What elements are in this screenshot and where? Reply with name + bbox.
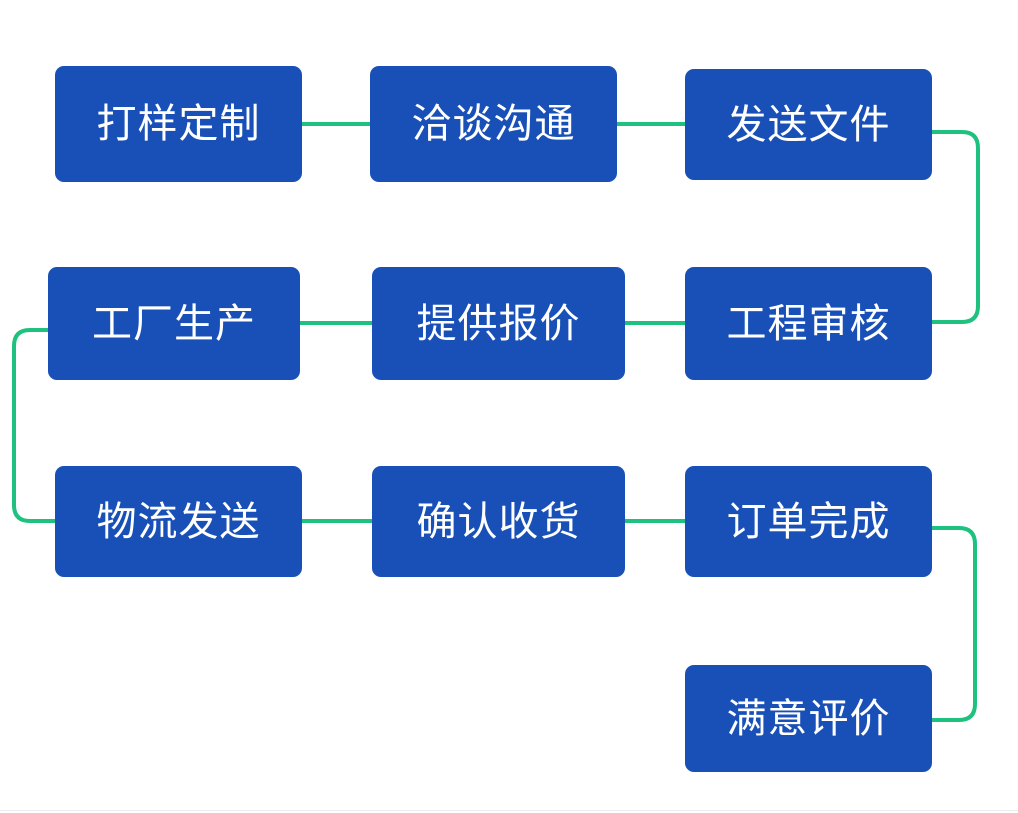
process-node-n10[interactable]: 满意评价: [685, 665, 932, 772]
process-node-label: 洽谈沟通: [411, 102, 576, 146]
process-node-n8[interactable]: 确认收货: [372, 466, 625, 577]
process-node-n5[interactable]: 提供报价: [372, 267, 625, 380]
process-node-label: 工厂生产: [92, 301, 256, 346]
process-node-label: 物流发送: [96, 499, 261, 544]
process-node-n6[interactable]: 工程审核: [685, 267, 932, 380]
process-node-label: 工程审核: [726, 301, 891, 346]
process-node-label: 确认收货: [416, 499, 581, 544]
process-node-n3[interactable]: 发送文件: [685, 69, 932, 180]
connector-n3-to-n6: [932, 130, 980, 324]
connector-n9-to-n10: [932, 526, 977, 722]
process-node-label: 发送文件: [726, 102, 891, 147]
process-node-n1[interactable]: 打样定制: [55, 66, 302, 182]
process-node-n7[interactable]: 物流发送: [55, 466, 302, 577]
process-node-label: 满意评价: [726, 696, 891, 741]
process-node-label: 提供报价: [416, 301, 581, 346]
process-node-n9[interactable]: 订单完成: [685, 466, 932, 577]
bottom-divider: [0, 810, 1018, 811]
process-node-n4[interactable]: 工厂生产: [48, 267, 300, 380]
process-node-n2[interactable]: 洽谈沟通: [370, 66, 617, 182]
process-node-label: 订单完成: [726, 499, 891, 544]
process-node-label: 打样定制: [96, 102, 261, 146]
